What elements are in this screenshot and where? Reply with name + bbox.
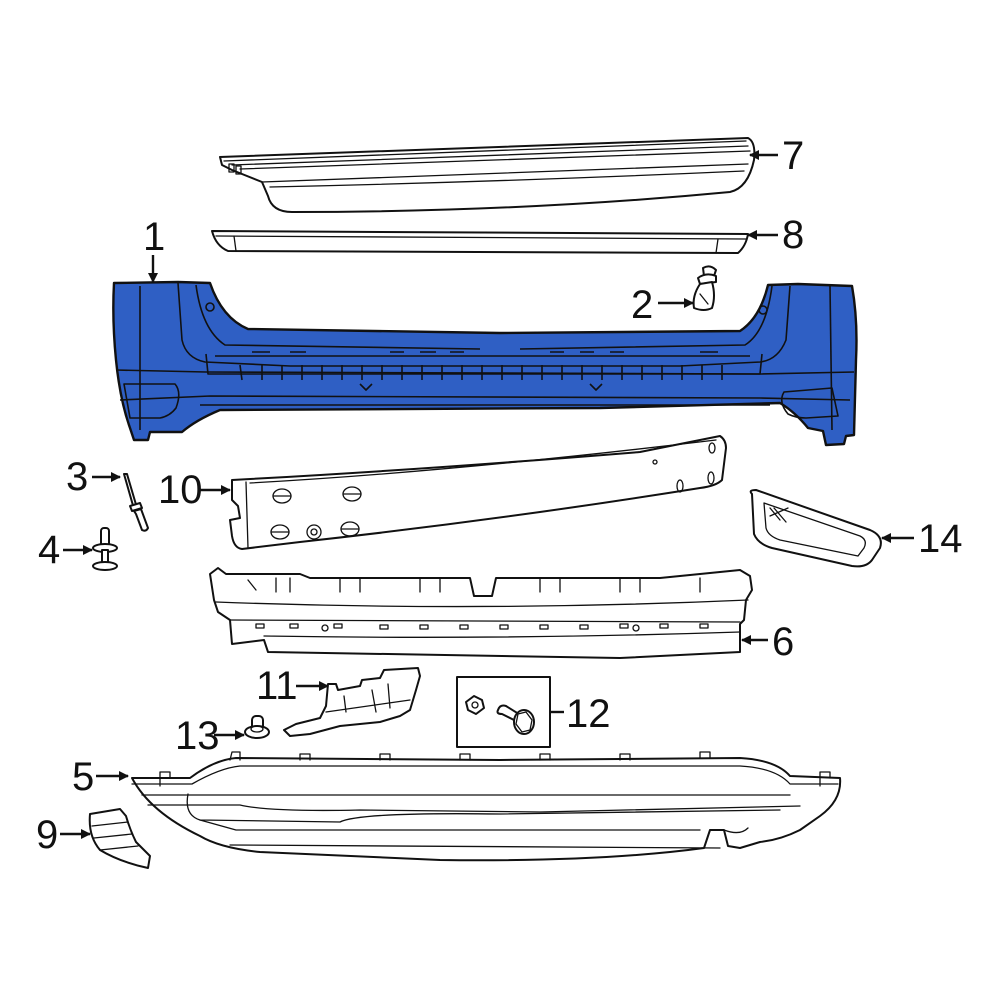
svg-text:12: 12 bbox=[566, 692, 611, 736]
callout-1: 1 bbox=[143, 215, 165, 283]
callout-10: 10 bbox=[158, 468, 231, 512]
callout-6: 6 bbox=[741, 620, 794, 664]
part-5-lower-valance[interactable] bbox=[131, 751, 842, 862]
part-2-push-retainer[interactable] bbox=[692, 265, 717, 311]
svg-text:3: 3 bbox=[66, 455, 88, 499]
callout-13: 13 bbox=[175, 714, 245, 758]
callout-8: 8 bbox=[747, 213, 804, 257]
part-6-energy-absorber[interactable] bbox=[209, 567, 753, 659]
svg-text:10: 10 bbox=[158, 468, 203, 512]
part-4-push-pin-retainer[interactable] bbox=[92, 527, 118, 571]
callout-7: 7 bbox=[749, 134, 804, 178]
part-1-bumper-cover[interactable] bbox=[112, 280, 858, 447]
callout-12: 12 bbox=[550, 692, 611, 736]
svg-text:8: 8 bbox=[782, 213, 804, 257]
svg-text:7: 7 bbox=[782, 134, 804, 178]
callout-11: 11 bbox=[256, 664, 329, 708]
part-13-retainer-clip[interactable] bbox=[244, 715, 270, 739]
part-8-trim-molding[interactable] bbox=[211, 230, 749, 254]
svg-text:4: 4 bbox=[38, 528, 60, 572]
part-7-step-pad[interactable] bbox=[219, 137, 756, 213]
part-3-rivet[interactable] bbox=[123, 473, 149, 532]
svg-text:11: 11 bbox=[256, 664, 298, 708]
part-11-support-bracket[interactable] bbox=[283, 667, 421, 737]
part-12-nut-and-bolt-kit[interactable] bbox=[456, 676, 551, 748]
callout-5: 5 bbox=[72, 755, 129, 799]
svg-text:5: 5 bbox=[72, 755, 94, 799]
svg-text:1: 1 bbox=[143, 215, 165, 259]
callout-3: 3 bbox=[66, 455, 121, 499]
callout-14: 14 bbox=[881, 517, 963, 561]
part-10-impact-bar[interactable] bbox=[229, 435, 727, 550]
callout-4: 4 bbox=[38, 528, 93, 572]
svg-text:6: 6 bbox=[772, 620, 794, 664]
svg-text:14: 14 bbox=[918, 517, 963, 561]
part-14-reflector-bezel[interactable] bbox=[749, 489, 882, 568]
callout-2: 2 bbox=[631, 283, 694, 327]
part-9-end-cap[interactable] bbox=[88, 808, 151, 869]
svg-text:13: 13 bbox=[175, 714, 220, 758]
svg-text:9: 9 bbox=[36, 813, 58, 857]
callout-9: 9 bbox=[36, 813, 91, 857]
svg-text:2: 2 bbox=[631, 283, 653, 327]
